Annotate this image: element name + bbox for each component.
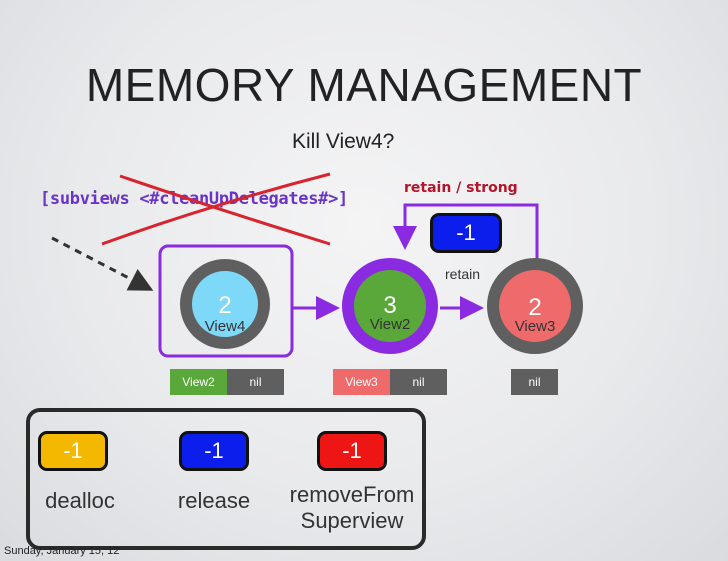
view4-selection-box <box>158 244 294 358</box>
view3-table-cell-0: nil <box>511 369 558 395</box>
view2-node-fill <box>354 270 426 342</box>
strike-mark-1 <box>119 174 331 246</box>
slide-title: MEMORY MANAGEMENT <box>85 59 643 111</box>
retain-label: retain <box>445 266 481 282</box>
release-label: release <box>177 488 251 513</box>
retain-release-badge: -1 <box>430 213 502 253</box>
view4-label: View4 <box>204 318 246 335</box>
view3-label: View3 <box>514 318 556 335</box>
view4-count: 2 <box>218 292 232 319</box>
release-badge: -1 <box>179 431 249 471</box>
strike-mark-2 <box>101 172 331 246</box>
view4-table-cell-1: nil <box>227 369 284 395</box>
view2-label: View2 <box>369 316 411 333</box>
slide-subtitle: Kill View4? <box>292 130 395 153</box>
dashed-pointer-arrow <box>51 236 154 291</box>
view4-table-cell-0: View2 <box>170 369 227 395</box>
view3-node-fill <box>499 270 571 342</box>
view3-count: 2 <box>528 294 542 321</box>
view2-table-cell-1: nil <box>390 369 447 395</box>
view2-table-cell-0: View3 <box>333 369 390 395</box>
legend-box <box>26 408 426 550</box>
view4-node-fill <box>192 271 258 337</box>
retain-loop-arrow <box>393 203 539 260</box>
retain-strong-label: retain / strong <box>404 180 518 196</box>
dealloc-badge: -1 <box>38 431 108 471</box>
remove-from-superview-badge: -1 <box>317 431 387 471</box>
dealloc-label: dealloc <box>45 488 115 513</box>
code-snippet: [subviews <#cleanUpDelegates#>] <box>40 189 348 209</box>
footer-date: Sunday, January 15, 12 <box>4 545 120 557</box>
view2-count: 3 <box>383 292 397 319</box>
remove-from-superview-label: removeFrom Superview <box>289 482 415 533</box>
